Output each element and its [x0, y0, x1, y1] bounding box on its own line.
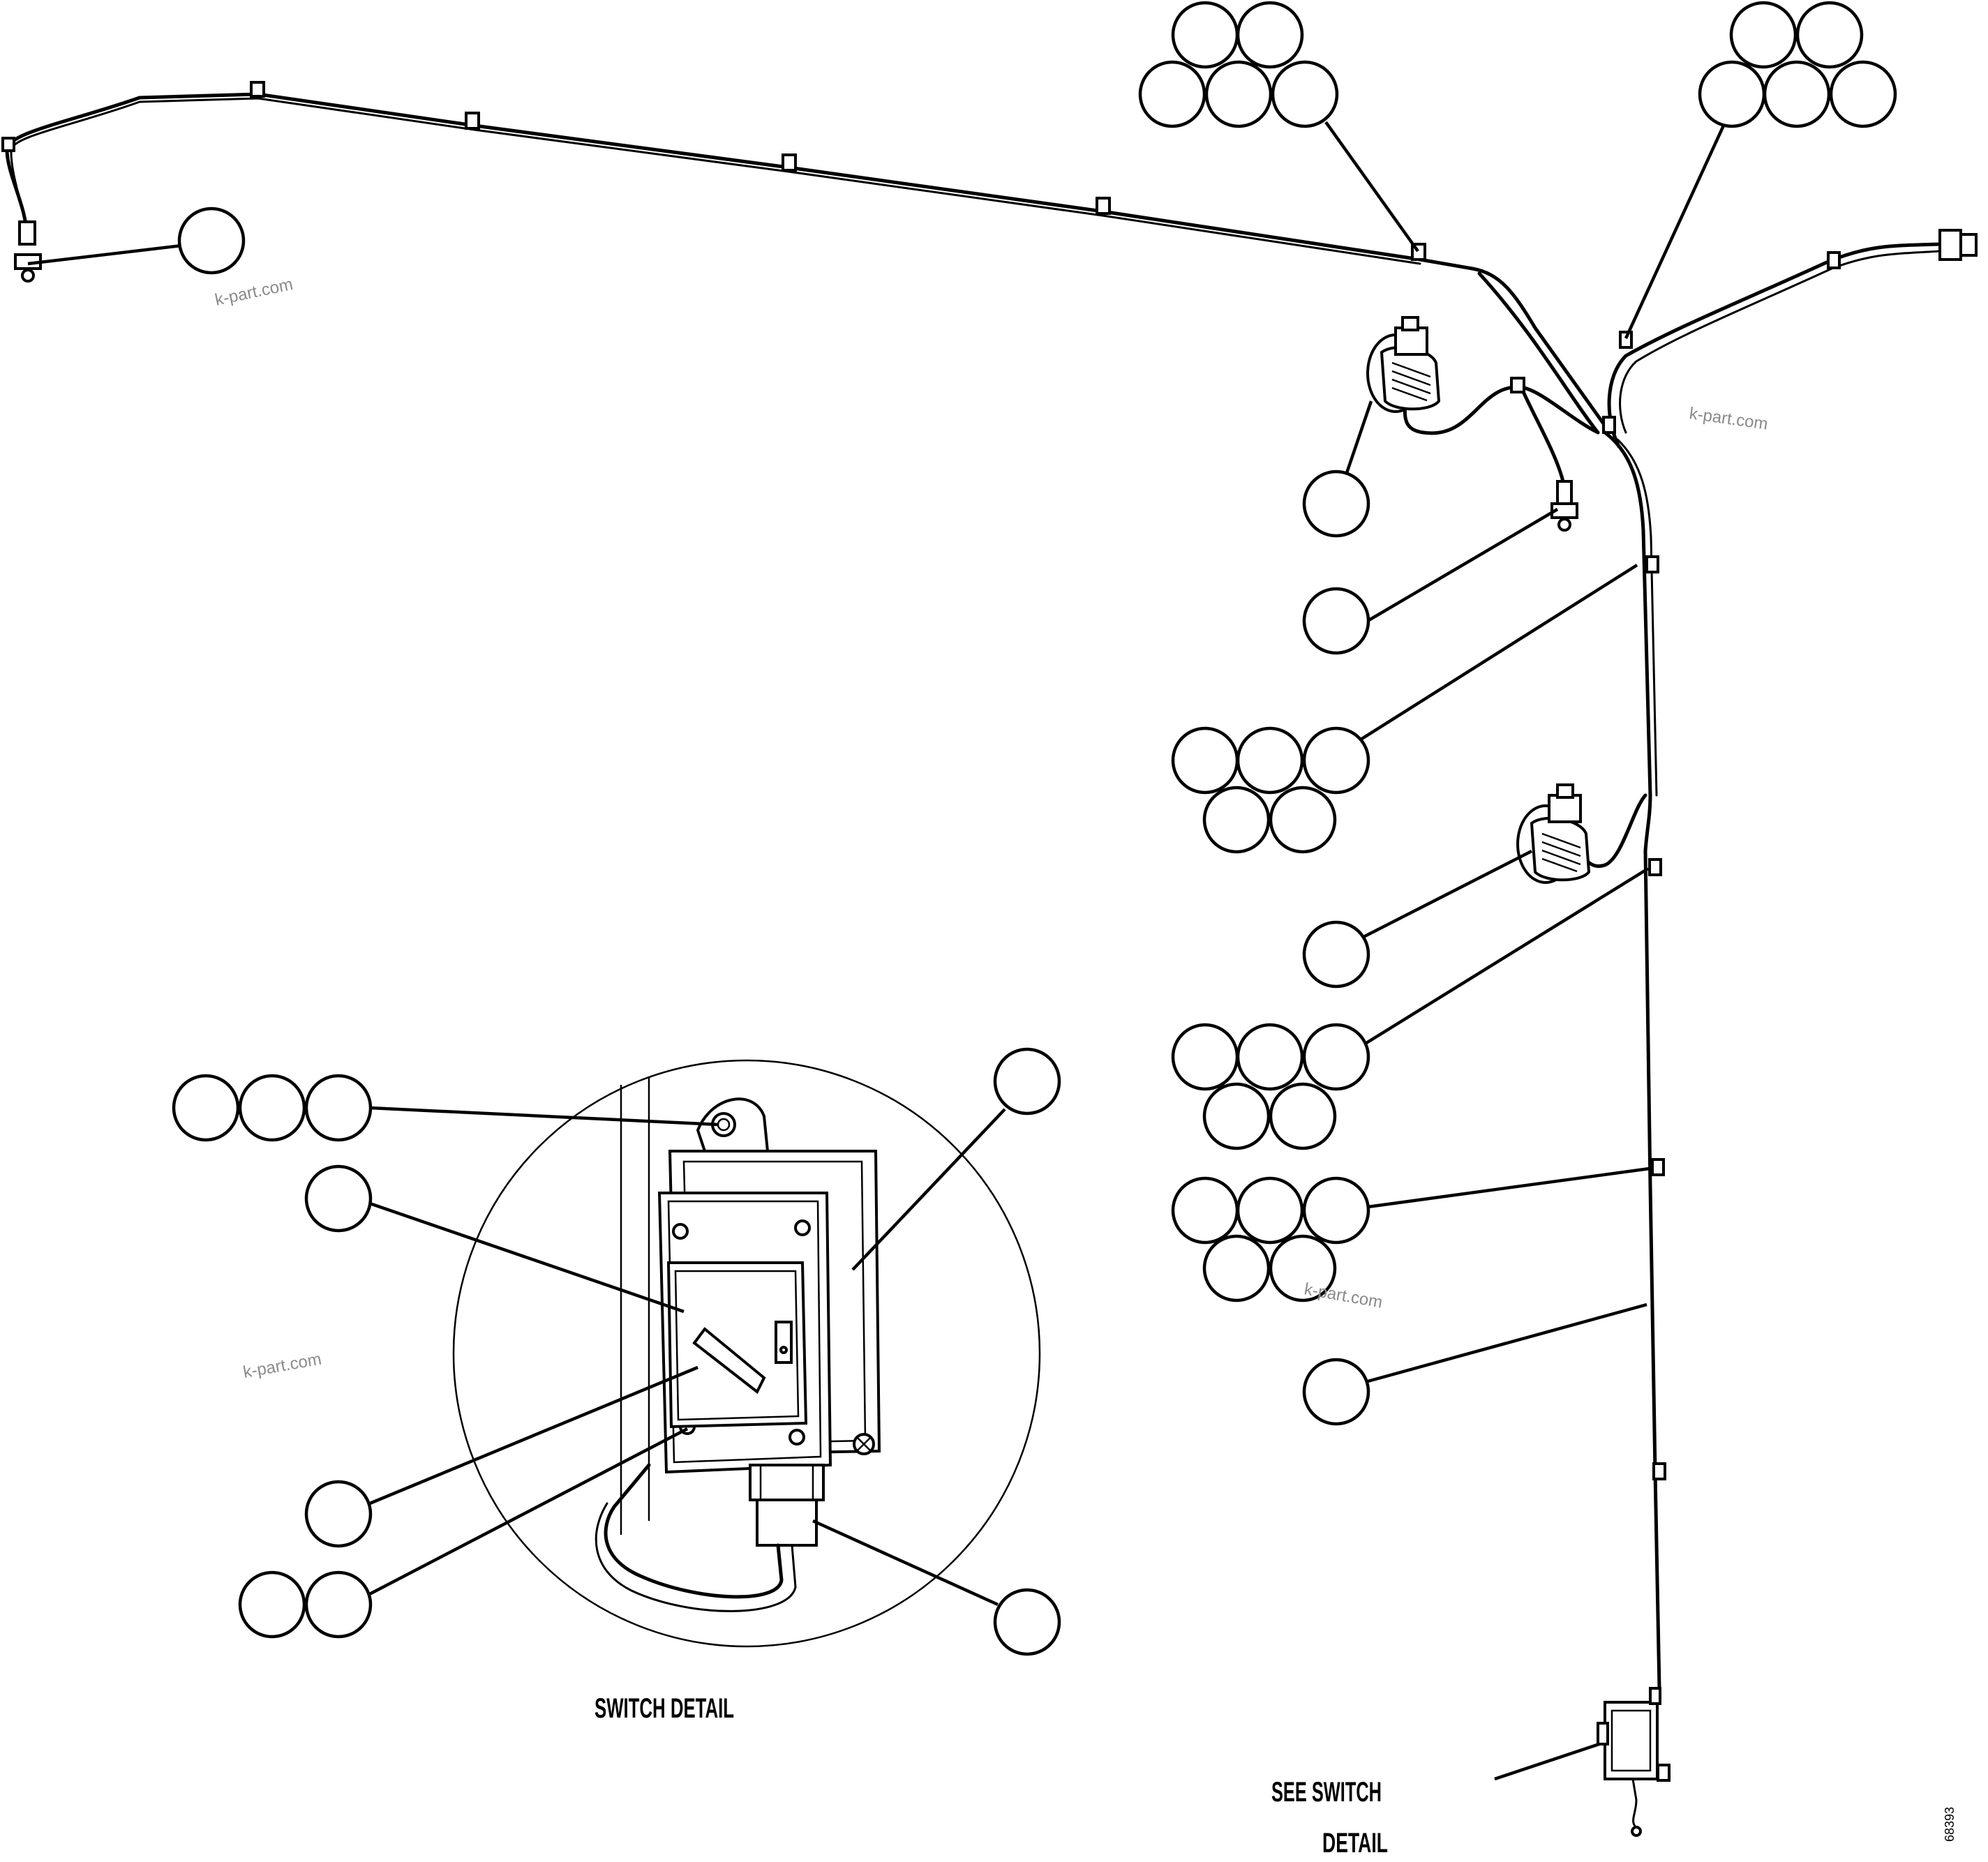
switch-detail [452, 1059, 1041, 1648]
callout-balloon [1171, 1023, 1239, 1091]
callout-balloon [1202, 1082, 1271, 1150]
callout-balloon [993, 1047, 1061, 1116]
callout-balloon [1236, 1, 1304, 69]
watermark: k-part.com [241, 1350, 322, 1382]
left-connector [18, 220, 36, 246]
callout-balloon [1271, 60, 1339, 128]
callout-balloon [1171, 726, 1239, 795]
callout-balloon [1302, 920, 1370, 989]
detail-circle [452, 1059, 1041, 1648]
callout-balloon [1763, 60, 1831, 128]
callout-balloon [304, 1164, 373, 1233]
callout-balloon [1302, 587, 1370, 655]
callout-balloon [238, 1570, 306, 1639]
harness-wire [1, 81, 1978, 1782]
watermark: k-part.com [1303, 1279, 1384, 1312]
callout-balloon [1171, 1176, 1239, 1245]
callout-balloon [1302, 1358, 1370, 1426]
callout-balloon [1302, 1023, 1370, 1091]
callout-balloon [304, 1480, 373, 1548]
callout-balloon [1138, 60, 1206, 128]
callout-balloon [1236, 1023, 1304, 1091]
callout-balloon [1698, 60, 1766, 128]
callout-balloon [304, 1570, 373, 1639]
callout-balloon [1269, 1082, 1337, 1150]
callout-balloon [1236, 1176, 1304, 1245]
callout-balloon [238, 1074, 306, 1142]
callout-balloon [1829, 60, 1897, 128]
callout-balloon [1269, 1234, 1337, 1302]
callout-balloons [172, 1, 1897, 1656]
switch-detail-label: SWITCH DETAIL [595, 1693, 734, 1724]
callout-balloon [172, 1074, 240, 1142]
watermark: k-part.com [1688, 404, 1769, 434]
callout-balloon [1204, 60, 1273, 128]
lower-lamp [1516, 783, 1591, 884]
callout-balloon [1729, 1, 1798, 69]
right-end-connector [1938, 229, 1962, 261]
leader-lines [27, 121, 1726, 1781]
callout-balloon [1302, 1176, 1370, 1245]
callout-balloon [1236, 726, 1304, 795]
figure-number: 68393 [1943, 1807, 1957, 1842]
callout-balloon [1202, 1234, 1271, 1302]
see-switch-label: SEE SWITCH [1271, 1777, 1382, 1808]
callout-balloon [993, 1588, 1061, 1656]
see-switch-detail-label: DETAIL [1322, 1828, 1388, 1859]
callout-balloon [304, 1074, 373, 1142]
callout-balloon [1795, 1, 1864, 69]
callout-balloon [177, 207, 246, 275]
watermark: k-part.com [214, 275, 294, 310]
callout-balloon [1302, 726, 1370, 795]
callout-balloon [1202, 786, 1271, 854]
switch-box-small [1597, 1687, 1661, 1837]
callout-balloon [1171, 1, 1239, 69]
callout-balloon [1269, 786, 1337, 854]
callout-balloon [1302, 470, 1370, 538]
upper-lamp [1366, 316, 1441, 413]
